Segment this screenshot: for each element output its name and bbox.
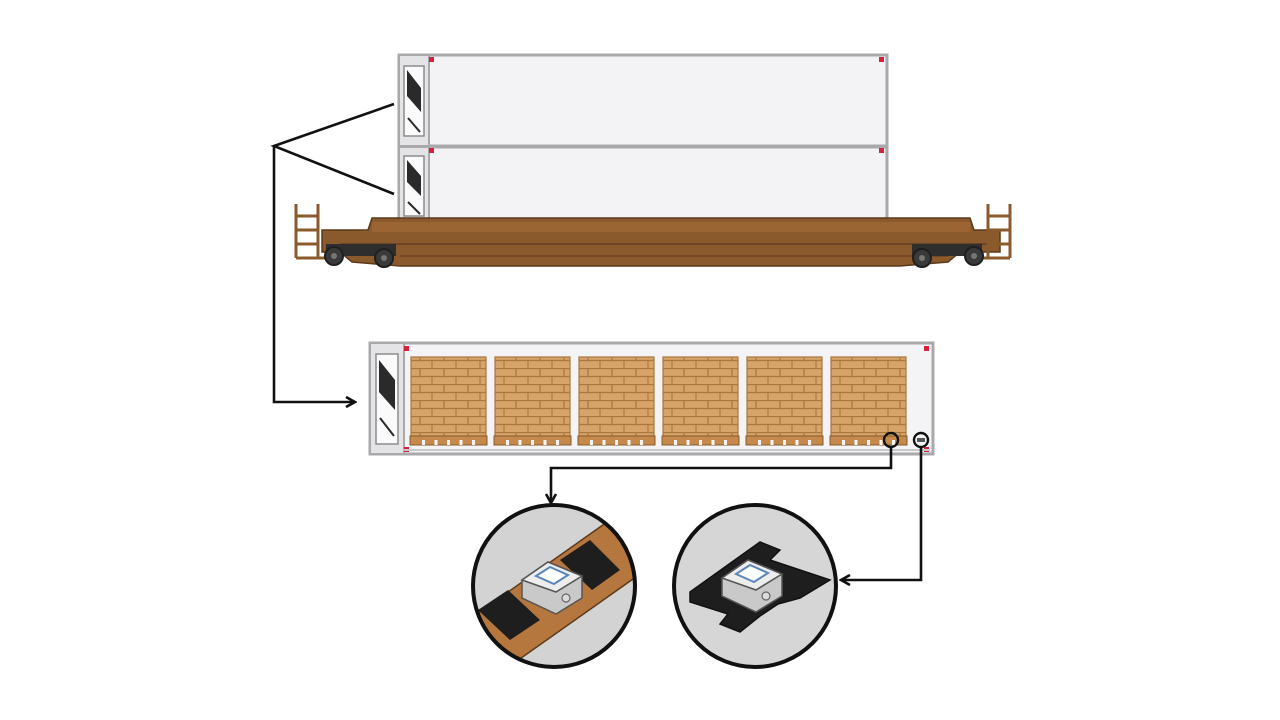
pallet-row — [409, 356, 908, 446]
corner-marker — [429, 148, 434, 153]
left-truck — [324, 244, 396, 268]
corner-marker — [404, 346, 409, 351]
top-container — [397, 53, 889, 148]
right-truck — [912, 244, 984, 268]
pallet-sensor-detail — [471, 503, 637, 669]
sensor-device — [720, 559, 784, 613]
corner-marker — [924, 346, 929, 351]
floor-sensor-detail — [672, 503, 838, 669]
cutaway-container — [368, 341, 935, 456]
well-car — [294, 204, 1012, 268]
pallet-stack — [493, 356, 572, 446]
detail-callouts — [551, 447, 923, 580]
sensor-device — [520, 561, 584, 615]
pallet-sensor-callout-line — [551, 447, 893, 502]
corner-marker — [429, 57, 434, 62]
pallet-stack — [661, 356, 740, 446]
floor-sensor-callout-line — [842, 447, 923, 580]
pallet-stack — [409, 356, 488, 446]
container-callout — [270, 102, 395, 402]
pallet-stack — [577, 356, 656, 446]
pallet-stack — [829, 356, 908, 446]
corner-marker — [879, 148, 884, 153]
railcar-assembly — [294, 53, 1012, 268]
corner-marker — [879, 57, 884, 62]
pallet-stack — [745, 356, 824, 446]
floor-sensor-glyph — [917, 438, 925, 442]
bottom-container — [397, 145, 889, 223]
